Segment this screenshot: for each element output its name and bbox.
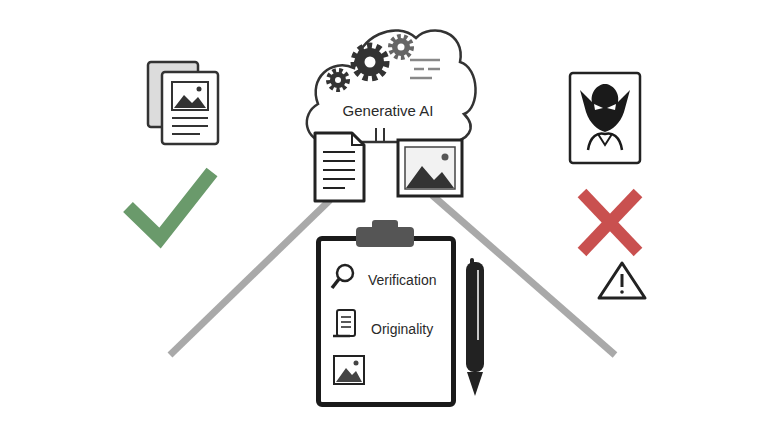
magnifier-icon bbox=[332, 265, 353, 288]
clipboard-clip bbox=[356, 220, 414, 247]
scroll-icon bbox=[333, 310, 355, 336]
checklist-item: Verification bbox=[368, 272, 436, 288]
villain-card bbox=[570, 73, 640, 163]
connector-ticks bbox=[376, 128, 384, 142]
document-icon bbox=[315, 133, 364, 201]
cloud-outline bbox=[298, 16, 478, 148]
gray-line bbox=[170, 200, 330, 355]
small-image-icon bbox=[334, 356, 364, 384]
gray-line bbox=[432, 195, 615, 355]
image-icon bbox=[398, 140, 462, 196]
document-image-icon bbox=[148, 62, 218, 144]
pen-icon bbox=[466, 258, 484, 396]
check-mark bbox=[128, 172, 212, 238]
gear-icons bbox=[329, 37, 412, 90]
cloud-node: Generative AI bbox=[298, 16, 478, 148]
dash-lines bbox=[410, 60, 440, 78]
checklist-item: Originality bbox=[371, 321, 433, 337]
cross-mark bbox=[582, 193, 638, 252]
warning-triangle bbox=[599, 263, 645, 298]
clipboard-node: VerificationOriginality bbox=[316, 236, 456, 407]
cloud-label: Generative AI bbox=[298, 102, 478, 119]
